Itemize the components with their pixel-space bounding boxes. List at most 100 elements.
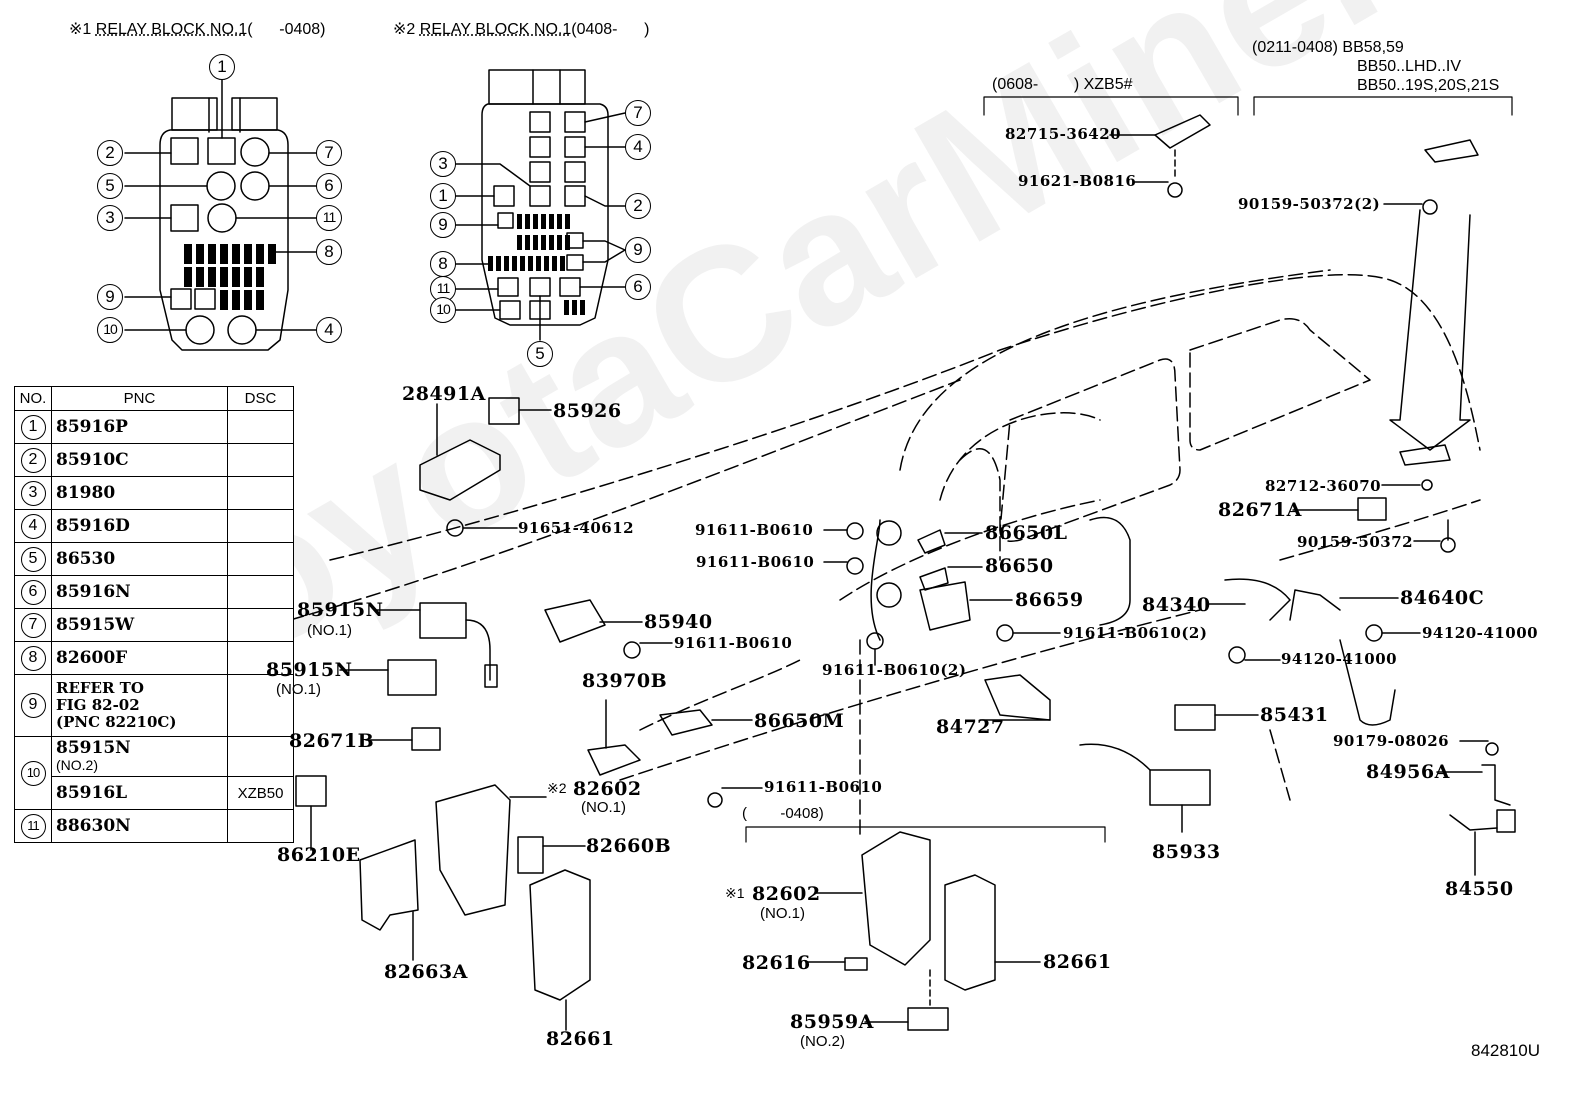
callout-8[interactable]: 8 <box>430 251 456 277</box>
part-label-82602-1[interactable]: 82602 <box>752 883 821 905</box>
part-label-90159-50372-2[interactable]: 90159-50372(2) <box>1238 195 1381 213</box>
callout-6[interactable]: 6 <box>316 173 342 199</box>
callout-1[interactable]: 1 <box>430 183 456 209</box>
part-label-82661-a[interactable]: 82661 <box>546 1028 615 1050</box>
callout-11[interactable]: 11 <box>316 205 342 231</box>
part-label-85940[interactable]: 85940 <box>644 611 713 633</box>
pnc-value[interactable]: 85910C <box>51 443 228 477</box>
part-sublabel-82602-2: (NO.1) <box>581 799 626 816</box>
part-label-82616[interactable]: 82616 <box>742 952 811 974</box>
callout-9[interactable]: 9 <box>430 212 456 238</box>
part-label-82660B[interactable]: 82660B <box>586 835 672 857</box>
part-label-82602-2[interactable]: 82602 <box>573 778 642 800</box>
part-label-86650M[interactable]: 86650M <box>754 710 845 732</box>
callout-9-right[interactable]: 9 <box>625 237 651 263</box>
part-label-91621-B0816[interactable]: 91621-B0816 <box>1018 172 1137 190</box>
part-label-91611-B0610-2a[interactable]: 91611-B0610(2) <box>1063 624 1208 642</box>
variant-b-label-2: BB50..LHD..IV <box>1357 58 1462 75</box>
part-label-28491A[interactable]: 28491A <box>402 383 486 405</box>
variant-b-label-1: (0211-0408) BB58,59 <box>1252 39 1404 56</box>
callout-10[interactable]: 10 <box>97 317 123 343</box>
part-label-82671B[interactable]: 82671B <box>289 730 375 752</box>
part-label-91611-B0610-2b[interactable]: 91611-B0610(2) <box>822 661 967 679</box>
part-label-85959A[interactable]: 85959A <box>790 1011 874 1033</box>
part-label-91611-B0610-d[interactable]: 91611-B0610 <box>696 553 815 571</box>
part-label-84640C[interactable]: 84640C <box>1400 587 1485 609</box>
pnc-reference[interactable]: REFER TO FIG 82-02 (PNC 82210C) <box>51 674 228 737</box>
table-row: 1 85916P <box>14 410 294 444</box>
callout-3[interactable]: 3 <box>97 205 123 231</box>
callout-5[interactable]: 5 <box>527 341 553 367</box>
part-label-86210E[interactable]: 86210E <box>277 844 361 866</box>
callout-6[interactable]: 6 <box>625 274 651 300</box>
slot-4 <box>227 315 257 345</box>
callout-4[interactable]: 4 <box>625 134 651 160</box>
part-label-94120-41000-b[interactable]: 94120-41000 <box>1281 650 1398 668</box>
part-label-91611-B0610-a[interactable]: 91611-B0610 <box>674 634 793 652</box>
pnc-value[interactable]: 88630N <box>51 809 228 843</box>
part-label-86650[interactable]: 86650 <box>985 555 1054 577</box>
pnc-value[interactable]: 85916P <box>51 410 228 444</box>
part-label-85926[interactable]: 85926 <box>553 400 622 422</box>
callout-10[interactable]: 10 <box>430 297 456 323</box>
callout-4[interactable]: 4 <box>316 317 342 343</box>
dsc-value <box>227 736 294 777</box>
part-label-91611-B0610-c[interactable]: 91611-B0610 <box>695 521 814 539</box>
part-label-86650L[interactable]: 86650L <box>985 522 1068 544</box>
part-label-84956A[interactable]: 84956A <box>1366 761 1450 783</box>
pnc-value[interactable]: 85916D <box>51 509 228 543</box>
part-label-82663A[interactable]: 82663A <box>384 961 468 983</box>
dsc-value <box>227 542 294 576</box>
callout-2[interactable]: 2 <box>625 193 651 219</box>
part-label-91651-40612[interactable]: 91651-40612 <box>518 519 635 537</box>
part-label-94120-41000-a[interactable]: 94120-41000 <box>1422 624 1539 642</box>
table-row: 85916L XZB50 <box>15 776 294 810</box>
relay2-name[interactable]: RELAY BLOCK NO.1 <box>419 21 572 38</box>
pnc-value[interactable]: 85915N (NO.2) <box>51 736 228 777</box>
slot-5 <box>206 171 236 201</box>
pnc-value[interactable]: 81980 <box>51 476 228 510</box>
slot-6 <box>240 171 270 201</box>
callout-8[interactable]: 8 <box>316 239 342 265</box>
part-label-82715-36420[interactable]: 82715-36420 <box>1005 125 1122 143</box>
slot-1 <box>207 137 236 165</box>
part-label-85915N-b[interactable]: 85915N <box>266 659 353 681</box>
dashboard-solid <box>870 209 1471 726</box>
relay1-top-left-tab <box>171 97 218 131</box>
parts-shapes <box>295 114 1516 1031</box>
part-label-85431[interactable]: 85431 <box>1260 704 1329 726</box>
relay1-name[interactable]: RELAY BLOCK NO.1 <box>95 21 248 38</box>
part-sublabel-85959A: (NO.2) <box>800 1033 845 1050</box>
pnc-value[interactable]: 82600F <box>51 641 228 675</box>
part-label-82671A[interactable]: 82671A <box>1218 499 1302 521</box>
callout-7[interactable]: 7 <box>316 140 342 166</box>
relay1-range: ( -0408) <box>247 21 326 38</box>
part-label-85915N-a[interactable]: 85915N <box>297 599 384 621</box>
part-label-82661-b[interactable]: 82661 <box>1043 951 1112 973</box>
dsc-value <box>227 608 294 642</box>
callout-2[interactable]: 2 <box>97 140 123 166</box>
callout-9[interactable]: 9 <box>97 284 123 310</box>
part-label-84340[interactable]: 84340 <box>1142 594 1211 616</box>
callout-5[interactable]: 5 <box>97 173 123 199</box>
part-label-84727[interactable]: 84727 <box>936 716 1005 738</box>
callout-1[interactable]: 1 <box>209 54 235 80</box>
part-label-83970B[interactable]: 83970B <box>582 670 668 692</box>
part-label-86659[interactable]: 86659 <box>1015 589 1084 611</box>
pnc-value[interactable]: 85915W <box>51 608 228 642</box>
callout-3[interactable]: 3 <box>430 151 456 177</box>
relay-block-1-drawing <box>124 79 317 351</box>
header-dsc: DSC <box>227 386 294 411</box>
part-label-84550[interactable]: 84550 <box>1445 878 1514 900</box>
row-number: 8 <box>20 645 46 671</box>
pnc-value[interactable]: 86530 <box>51 542 228 576</box>
pnc-value[interactable]: 85916N <box>51 575 228 609</box>
slot-7 <box>240 137 270 167</box>
part-label-85933[interactable]: 85933 <box>1152 841 1221 863</box>
part-label-90179-08026[interactable]: 90179-08026 <box>1333 732 1450 750</box>
part-label-91611-B0610-b[interactable]: 91611-B0610 <box>764 778 883 796</box>
part-label-90159-50372[interactable]: 90159-50372 <box>1297 533 1414 551</box>
pnc-value[interactable]: 85916L <box>51 776 228 810</box>
callout-7[interactable]: 7 <box>625 100 651 126</box>
part-label-82712-36070[interactable]: 82712-36070 <box>1265 477 1382 495</box>
